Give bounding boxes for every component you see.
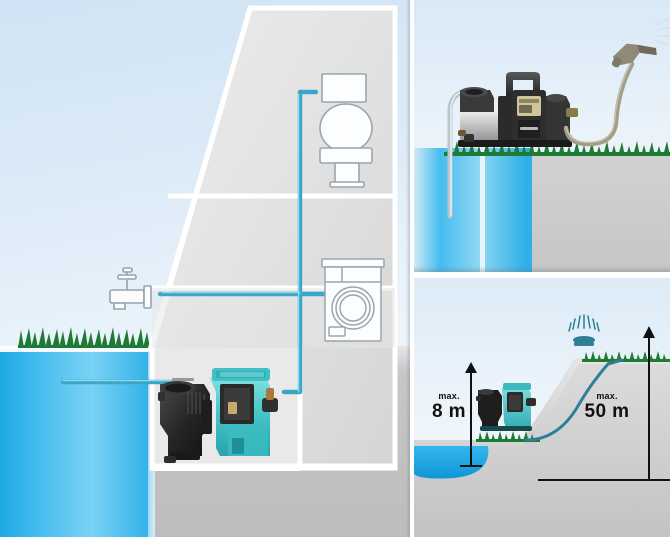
measure-grass-top-icon xyxy=(582,351,670,362)
suction-height-label: max. 8 m xyxy=(426,391,472,422)
cistern-wall xyxy=(480,148,485,272)
panel-divider-shadow-vertical xyxy=(406,0,410,537)
delivery-distance-label: max. 50 m xyxy=(572,391,642,422)
delivery-max-prefix: max. xyxy=(596,391,618,401)
panel-garden-cistern xyxy=(414,0,670,272)
panel-divider-vertical xyxy=(410,0,414,537)
delivery-max-value: 50 m xyxy=(584,401,630,422)
panel-divider-shadow-horizontal xyxy=(414,266,670,272)
sprinkler-icon xyxy=(568,314,600,346)
measure-pump-unit xyxy=(476,383,536,431)
house-pump-unit xyxy=(158,368,278,463)
garden-hose-and-nozzle xyxy=(563,18,670,147)
water-pipe-network xyxy=(60,89,333,395)
panel-house-installation xyxy=(0,0,410,537)
cistern-water xyxy=(414,148,532,272)
toilet-icon xyxy=(319,73,373,188)
basement-floor-line xyxy=(152,466,300,471)
suction-max-prefix: max. xyxy=(438,391,460,401)
garden-pump-electronic xyxy=(458,72,578,147)
terrain xyxy=(414,358,670,537)
washing-machine-icon xyxy=(321,258,385,342)
panel-max-distances: max. 8 m max. 50 m xyxy=(414,278,670,537)
measure-hose xyxy=(524,358,624,442)
tap-faucet-icon xyxy=(109,267,152,310)
panel-divider-horizontal xyxy=(410,272,670,278)
delivery-distance-arrow xyxy=(538,326,670,481)
suction-height-arrow xyxy=(460,362,482,467)
suction-max-value: 8 m xyxy=(432,401,466,422)
